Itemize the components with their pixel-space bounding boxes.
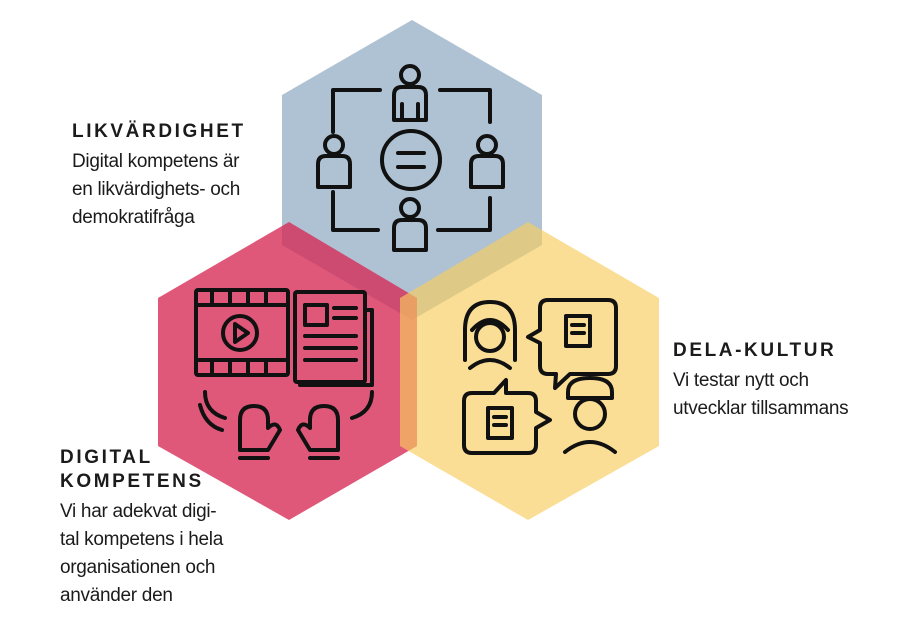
digital-kompetens-title-line: DIGITAL (60, 447, 153, 468)
hexagon-likvardighet (282, 20, 542, 320)
digital-kompetens-text: Vi har adekvat digi- tal kompetens i hel… (60, 498, 223, 610)
dela-kultur-line: utvecklar tillsammans (673, 398, 849, 419)
media-news-gloves-icon (194, 288, 374, 460)
dela-kultur-line: Vi testar nytt och (673, 370, 809, 391)
digital-kompetens-title-line: KOMPETENS (60, 471, 204, 492)
people-chat-icon (462, 298, 618, 455)
digital-kompetens-line: Vi har adekvat digi- (60, 501, 217, 522)
label-dela-kultur: DELA-KULTUR Vi testar nytt och utvecklar… (673, 339, 849, 423)
likvardighet-title: LIKVÄRDIGHET (72, 121, 246, 142)
dela-kultur-text: Vi testar nytt och utvecklar tillsammans (673, 367, 849, 423)
digital-kompetens-title: DIGITAL KOMPETENS (60, 446, 223, 494)
likvardighet-line: demokratifråga (72, 207, 195, 228)
label-digital-kompetens: DIGITAL KOMPETENS Vi har adekvat digi- t… (60, 446, 223, 610)
likvardighet-line: en likvärdighets- och (72, 179, 240, 200)
label-likvardighet: LIKVÄRDIGHET Digital kompetens är en lik… (72, 120, 246, 232)
digital-kompetens-line: tal kompetens i hela (60, 529, 223, 550)
dela-kultur-title: DELA-KULTUR (673, 340, 837, 361)
digital-kompetens-line: använder den (60, 585, 173, 606)
people-equality-icon (316, 64, 505, 252)
likvardighet-text: Digital kompetens är en likvärdighets- o… (72, 148, 246, 232)
digital-kompetens-line: organisationen och (60, 557, 216, 578)
likvardighet-line: Digital kompetens är (72, 151, 240, 172)
